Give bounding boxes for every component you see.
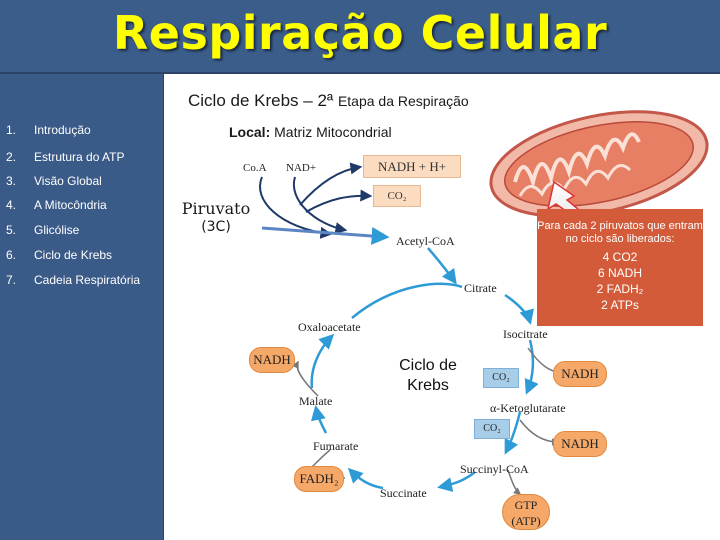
sidebar [0, 74, 164, 540]
malate-label: Malate [299, 394, 333, 408]
menu-item[interactable]: 4.A Mitocôndria [6, 198, 107, 212]
ketoglutarate-label: α-Ketoglutarate [490, 401, 566, 415]
summary-line: 4 CO2 [602, 250, 638, 264]
coa-label: Co.A [243, 162, 267, 174]
nadh-output-box: NADH + H+ [363, 155, 461, 178]
menu-item[interactable]: 2.Estrutura do ATP [6, 150, 125, 164]
succinate-label: Succinate [380, 486, 427, 500]
nad-label: NAD+ [286, 162, 317, 174]
fadh2-pill: FADH₂ [294, 466, 344, 492]
isocitrate-label: Isocitrate [503, 327, 548, 341]
nadh-pill: NADH [553, 431, 607, 457]
mitochondrion-illustration [489, 110, 709, 218]
nadh-pill: NADH [249, 347, 295, 373]
menu-item[interactable]: 3.Visão Global [6, 174, 102, 188]
menu-item[interactable]: 7.Cadeia Respiratória [6, 273, 141, 287]
oxaloacetate-label: Oxaloacetate [298, 320, 361, 334]
gtp-atp-pill: GTP (ATP) [502, 494, 550, 530]
slide-subtitle: Ciclo de Krebs – 2ª Etapa da Respiração [188, 91, 469, 110]
summary-line: 6 NADH [597, 266, 642, 280]
co2-box: CO₂ [483, 368, 519, 388]
summary-box: Para cada 2 piruvatos que entram no cicl… [537, 209, 703, 326]
nadh-pill: NADH [553, 361, 607, 387]
cycle-center-label: Ciclo de Krebs [393, 356, 463, 396]
citrate-label: Citrate [464, 281, 497, 295]
menu-item[interactable]: 6.Ciclo de Krebs [6, 248, 113, 262]
co2-output-box: CO₂ [373, 185, 421, 207]
location-text: Local: Matriz Mitocondrial [229, 124, 392, 140]
krebs-cycle-ring [310, 282, 539, 492]
pyruvate-arrow [261, 226, 390, 245]
fumarate-label: Fumarate [313, 439, 359, 453]
succinyl-coa-label: Succinyl-CoA [460, 462, 529, 476]
nadh-output-arrow [299, 162, 363, 206]
co2-box: CO₂ [474, 419, 510, 439]
nad-input-arrow [292, 176, 348, 234]
slide-title: Respiração Celular [112, 6, 608, 60]
menu-item[interactable]: 5.Glicólise [6, 223, 80, 237]
menu-item[interactable]: 1.Introdução [6, 123, 91, 137]
summary-line: 2 FADH₂ [596, 282, 644, 296]
summary-line: 2 ATPs [601, 298, 639, 312]
summary-heading: Para cada 2 piruvatos que entram no cicl… [537, 220, 703, 245]
acetyl-coa-label: Acetyl-CoA [396, 234, 455, 248]
slide-header [0, 0, 720, 74]
co2-output-arrow [305, 189, 373, 213]
acetyl-to-citrate-arrow [427, 247, 457, 285]
pyruvate-label: Piruvato (3C) [181, 199, 251, 235]
